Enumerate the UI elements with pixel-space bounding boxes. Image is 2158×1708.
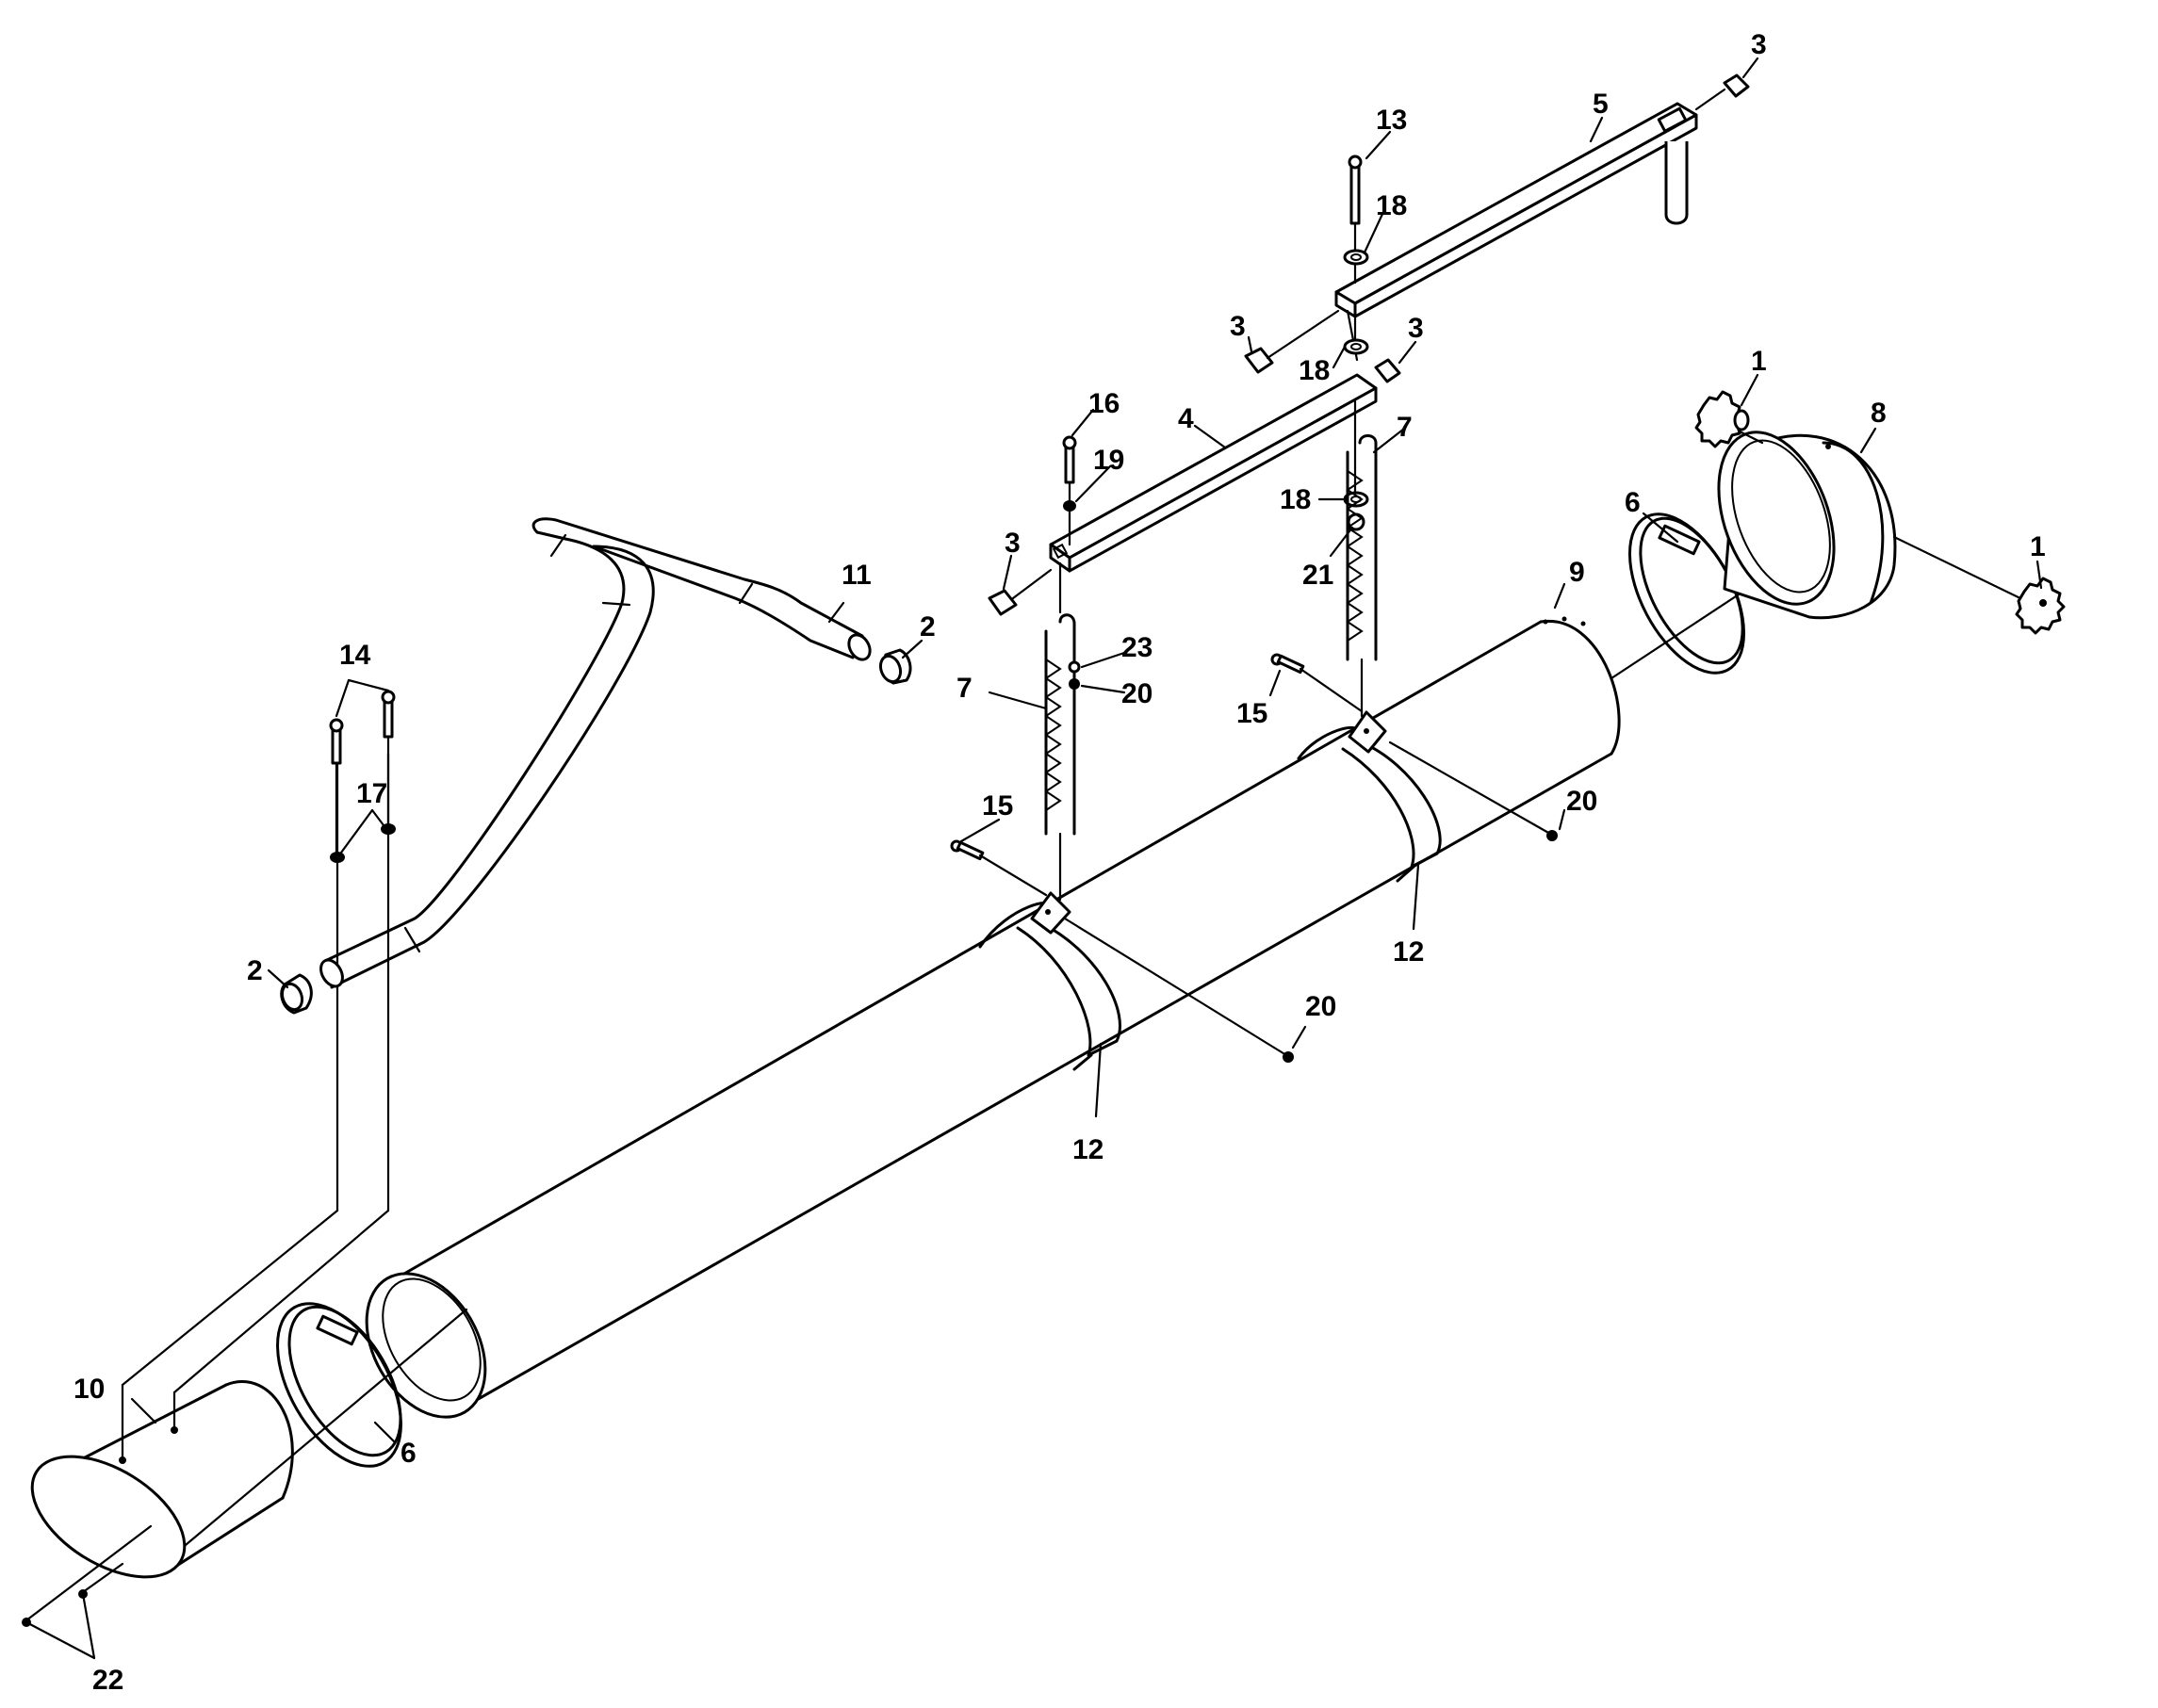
callout-8: 8 bbox=[1871, 398, 1887, 429]
pin-nuts bbox=[1063, 740, 1558, 1063]
chain-right bbox=[1346, 434, 1378, 718]
knob-lower bbox=[2015, 577, 2066, 635]
square-nut-left bbox=[988, 568, 1053, 616]
callout-12: 12 bbox=[1393, 936, 1424, 968]
nut-cap-left bbox=[280, 973, 313, 1015]
callout-23: 23 bbox=[1121, 632, 1153, 663]
tube-band-upper bbox=[1297, 710, 1442, 883]
callout-12: 12 bbox=[1072, 1134, 1104, 1165]
bolt-left-stack bbox=[1062, 435, 1077, 546]
callout-9: 9 bbox=[1569, 557, 1585, 588]
callout-7: 7 bbox=[956, 673, 973, 704]
bolt-upper bbox=[1343, 155, 1369, 355]
handle bbox=[319, 517, 872, 989]
cross-bar-upper bbox=[1334, 102, 1698, 362]
pin-right bbox=[1270, 653, 1364, 713]
callout-7: 7 bbox=[1397, 412, 1413, 443]
square-nut-mid-right bbox=[1374, 358, 1401, 383]
callout-20: 20 bbox=[1121, 678, 1153, 709]
callout-20: 20 bbox=[1566, 786, 1597, 817]
callout-22: 22 bbox=[92, 1665, 123, 1696]
tube-band-lower bbox=[978, 891, 1121, 1071]
callout-2: 2 bbox=[920, 611, 936, 643]
callout-18: 18 bbox=[1280, 484, 1311, 515]
callout-19: 19 bbox=[1093, 445, 1124, 476]
callout-14: 14 bbox=[339, 640, 371, 671]
callout-15: 15 bbox=[982, 790, 1013, 821]
callout-5: 5 bbox=[1593, 89, 1609, 120]
square-nut-top-right bbox=[1694, 73, 1750, 111]
cross-bar-lower bbox=[1049, 373, 1378, 614]
chain-left bbox=[1044, 613, 1081, 902]
knob-upper bbox=[1694, 390, 1750, 448]
callout-13: 13 bbox=[1376, 105, 1407, 136]
callout-3: 3 bbox=[1751, 29, 1767, 60]
callout-17: 17 bbox=[356, 778, 387, 809]
callout-3: 3 bbox=[1408, 313, 1424, 344]
callout-6: 6 bbox=[401, 1438, 417, 1469]
callout-18: 18 bbox=[1376, 190, 1407, 221]
callout-6: 6 bbox=[1625, 487, 1641, 518]
bolts-pair bbox=[329, 690, 396, 863]
callout-4: 4 bbox=[1178, 403, 1194, 434]
square-nut-mid-left bbox=[1244, 309, 1340, 374]
callout-1: 1 bbox=[2030, 531, 2046, 562]
callout-15: 15 bbox=[1236, 698, 1267, 729]
callout-18: 18 bbox=[1299, 355, 1330, 386]
callout-10: 10 bbox=[74, 1374, 105, 1405]
callout-20: 20 bbox=[1305, 991, 1336, 1022]
leader-lines bbox=[130, 57, 2043, 1443]
callout-3: 3 bbox=[1005, 528, 1021, 559]
callout-16: 16 bbox=[1088, 388, 1120, 419]
main-tube bbox=[365, 616, 1621, 1419]
nut-cap-right bbox=[878, 648, 912, 685]
callout-3: 3 bbox=[1230, 311, 1246, 342]
pin-left bbox=[950, 839, 1048, 897]
callout-21: 21 bbox=[1302, 560, 1333, 591]
callout-2: 2 bbox=[247, 955, 263, 986]
spout bbox=[22, 747, 390, 1660]
callout-1: 1 bbox=[1751, 346, 1767, 377]
ring-clamp-front bbox=[276, 1302, 402, 1468]
end-cap bbox=[1717, 422, 2028, 620]
callout-11: 11 bbox=[842, 560, 872, 591]
axis-line-front bbox=[172, 1308, 468, 1556]
callout-labels: 1 1 2 2 3 3 3 3 4 5 6 6 7 7 8 9 10 11 12… bbox=[74, 29, 2046, 1696]
